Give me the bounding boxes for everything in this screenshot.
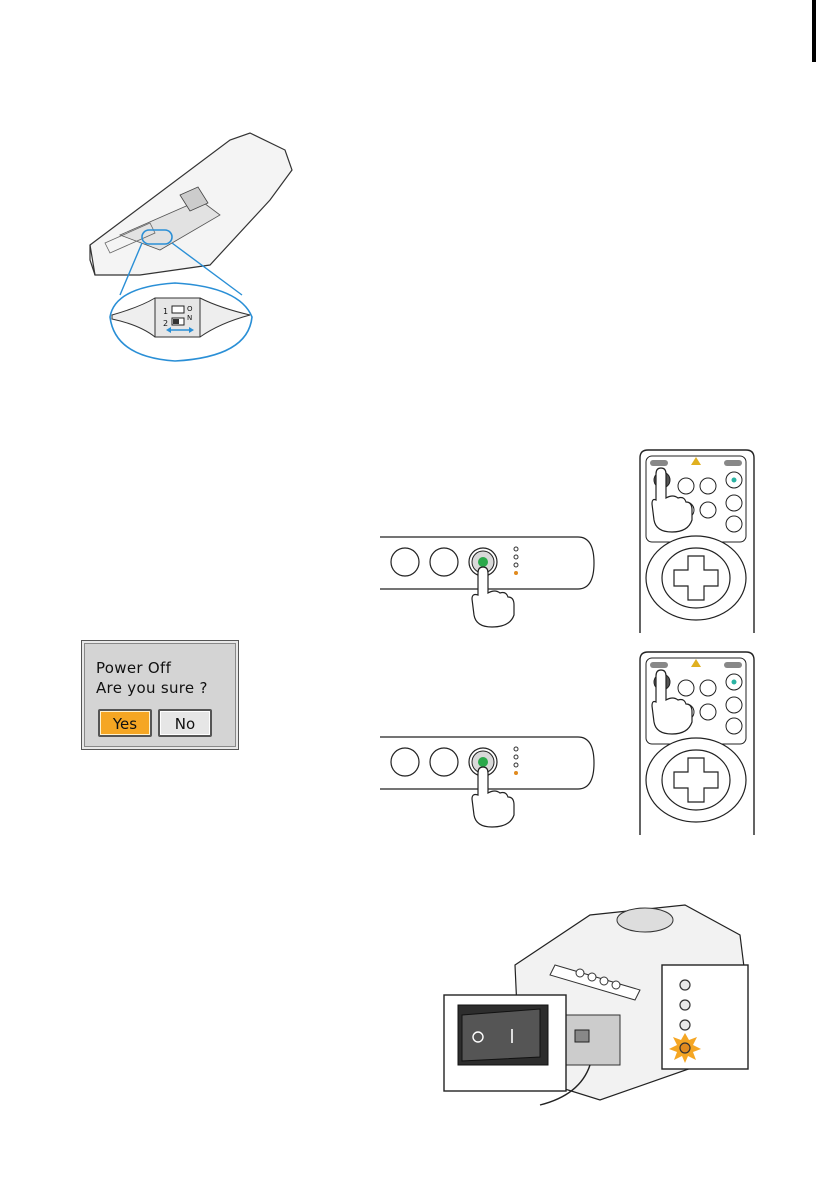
dip-label-2: 2 [163, 319, 168, 328]
power-off-dialog: Power Off Are you sure ? Yes No [81, 640, 239, 750]
dialog-question: Are you sure ? [96, 679, 208, 697]
remote-control-underside: 1 2 O N [80, 125, 310, 375]
projector-illustration [440, 895, 760, 1115]
dip-on-o: O [187, 305, 193, 313]
dialog-title: Power Off [96, 659, 171, 677]
control-panel-2 [380, 735, 600, 825]
dip-label-1: 1 [163, 307, 168, 316]
no-button[interactable]: No [158, 709, 212, 737]
margin-bar [812, 0, 816, 62]
remote-control-top-1 [638, 448, 758, 633]
yes-button[interactable]: Yes [98, 709, 152, 737]
dip-on-n: N [187, 314, 192, 322]
remote-control-top-2 [638, 650, 758, 835]
control-panel-1 [380, 535, 600, 625]
